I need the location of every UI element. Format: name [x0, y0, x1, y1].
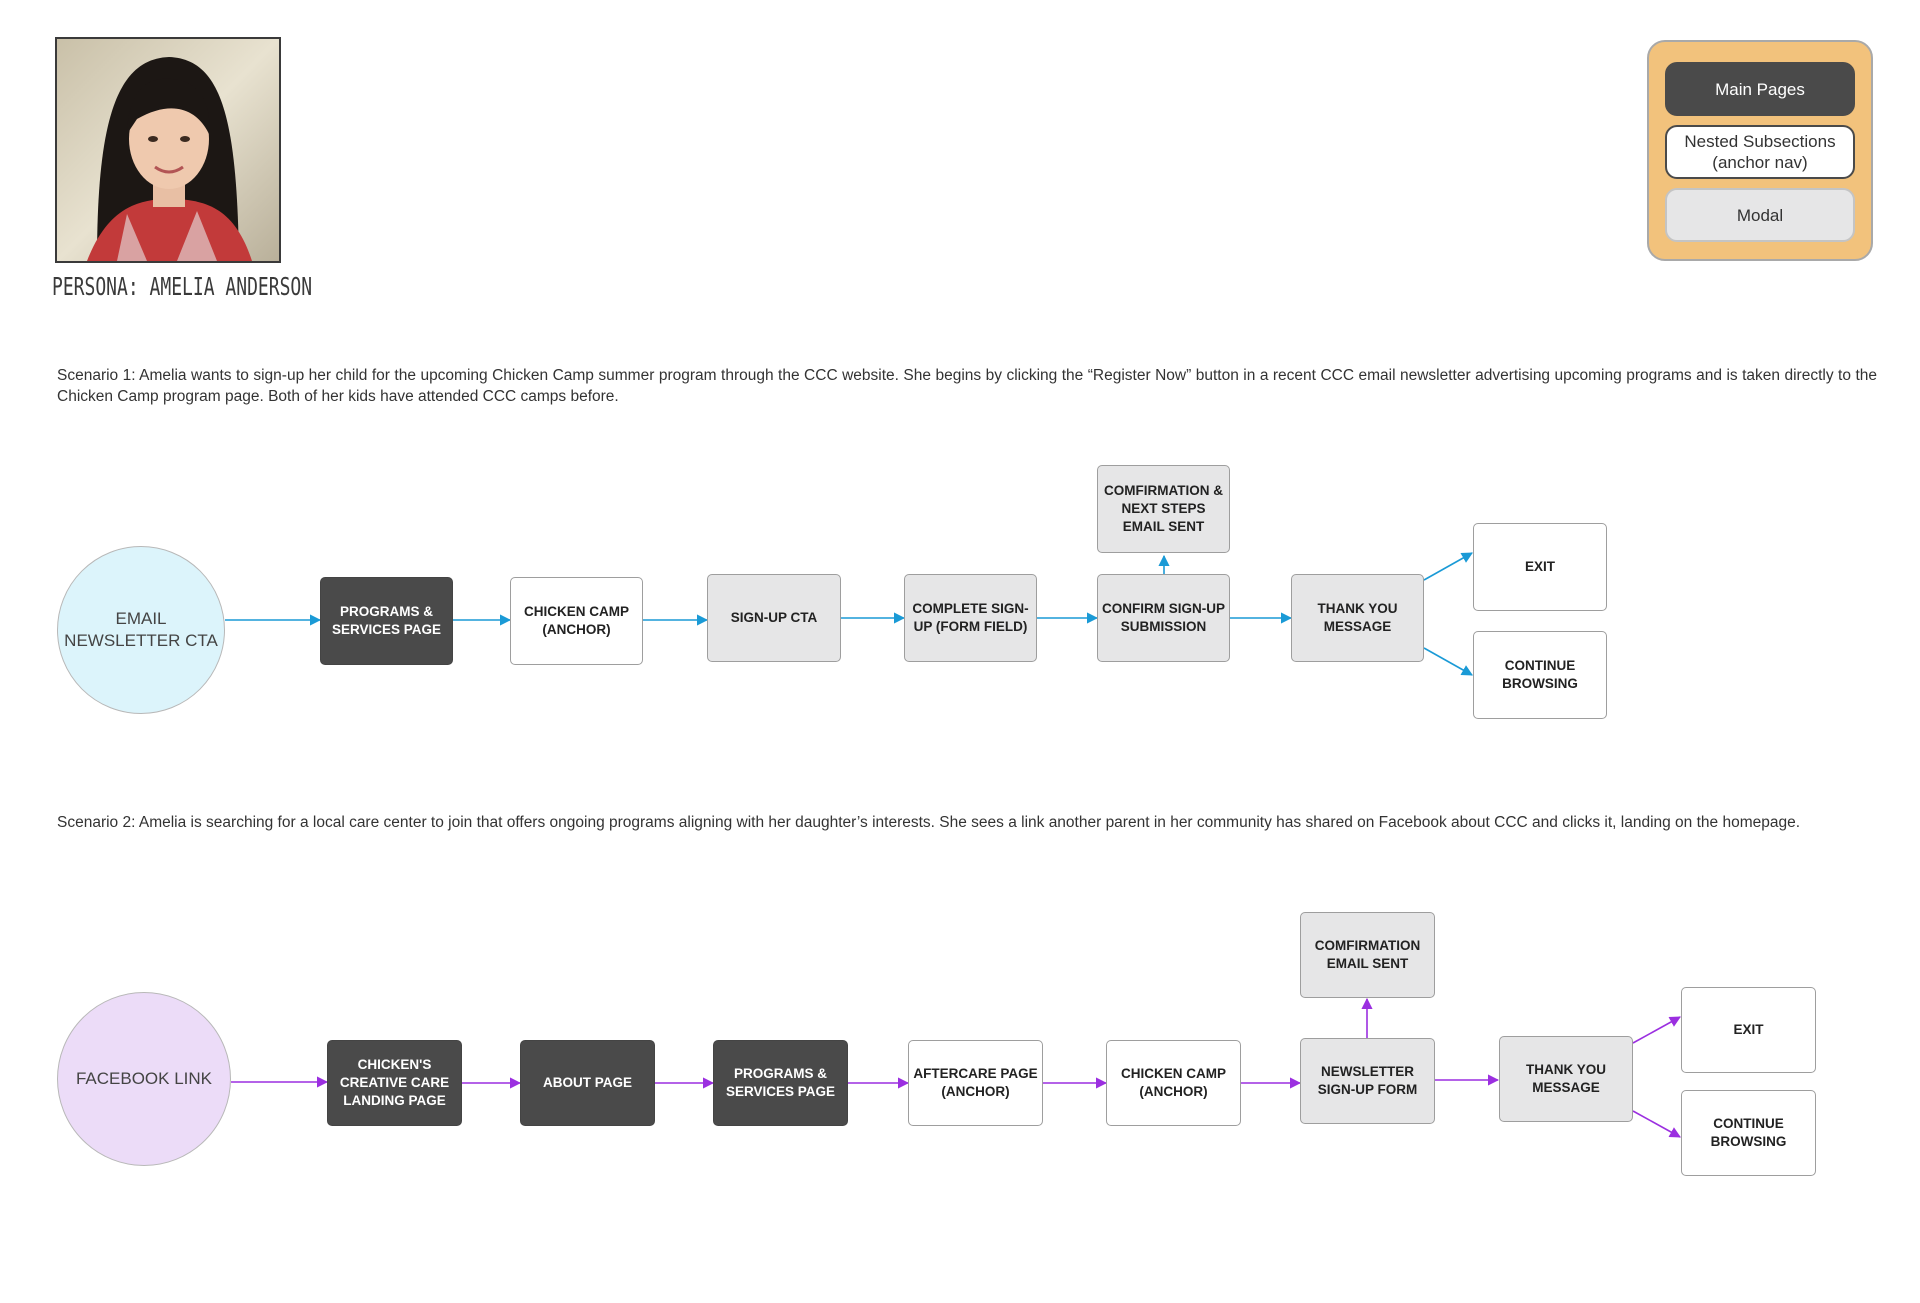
s1-arrow-continue [1423, 647, 1473, 676]
s2-start-facebook-link: FACEBOOK LINK [57, 992, 231, 1166]
s2-node-exit: EXIT [1681, 987, 1816, 1073]
scenario-1-text: Scenario 1: Amelia wants to sign-up her … [57, 367, 1877, 405]
s1-node-chicken-camp: CHICKEN CAMP (ANCHOR) [510, 577, 643, 665]
s2-node-programs: PROGRAMS & SERVICES PAGE [713, 1040, 848, 1126]
scenario-2-text: Scenario 2: Amelia is searching for a lo… [57, 814, 1801, 831]
legend-modal: Modal [1665, 188, 1855, 242]
s1-arrow-exit [1423, 552, 1473, 581]
persona-label: PERSONA: AMELIA ANDERSON [52, 272, 313, 301]
s2-arrow-exit [1632, 1016, 1681, 1044]
s2-node-about: ABOUT PAGE [520, 1040, 655, 1126]
persona-photo-icon [57, 39, 279, 261]
s2-node-chicken-camp: CHICKEN CAMP (ANCHOR) [1106, 1040, 1241, 1126]
s1-node-confirmation-email: COMFIRMATION & NEXT STEPS EMAIL SENT [1097, 465, 1230, 553]
s2-arrow-continue [1632, 1110, 1681, 1138]
legend: Main Pages Nested Subsections (anchor na… [1647, 40, 1873, 261]
s2-node-newsletter: NEWSLETTER SIGN-UP FORM [1300, 1038, 1435, 1124]
s1-node-confirm-signup: CONFIRM SIGN-UP SUBMISSION [1097, 574, 1230, 662]
s1-node-continue-browsing: CONTINUE BROWSING [1473, 631, 1607, 719]
s2-node-thank-you: THANK YOU MESSAGE [1499, 1036, 1633, 1122]
s1-start-email-newsletter-cta: EMAIL NEWSLETTER CTA [57, 546, 225, 714]
s1-node-complete-signup: COMPLETE SIGN-UP (FORM FIELD) [904, 574, 1037, 662]
s1-node-programs: PROGRAMS & SERVICES PAGE [320, 577, 453, 665]
s1-node-signup-cta: SIGN-UP CTA [707, 574, 841, 662]
s2-node-continue-browsing: CONTINUE BROWSING [1681, 1090, 1816, 1176]
s1-node-thank-you: THANK YOU MESSAGE [1291, 574, 1424, 662]
legend-nested-subsections: Nested Subsections (anchor nav) [1665, 125, 1855, 179]
legend-main-pages: Main Pages [1665, 62, 1855, 116]
persona-photo [55, 37, 281, 263]
s2-node-landing: CHICKEN'S CREATIVE CARE LANDING PAGE [327, 1040, 462, 1126]
s2-node-confirmation-email: COMFIRMATION EMAIL SENT [1300, 912, 1435, 998]
s1-node-exit: EXIT [1473, 523, 1607, 611]
s2-node-aftercare: AFTERCARE PAGE (ANCHOR) [908, 1040, 1043, 1126]
